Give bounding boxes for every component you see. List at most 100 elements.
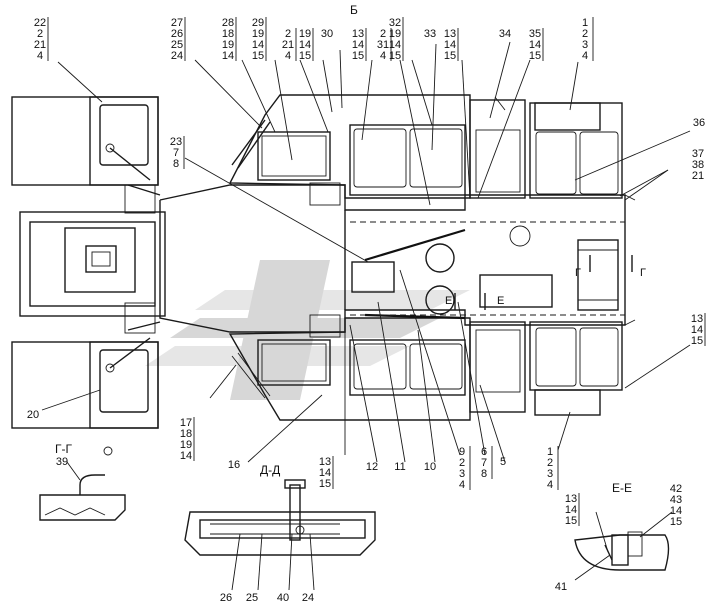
section-title-d-d: Д-Д bbox=[260, 463, 280, 477]
callout-number: 26 bbox=[171, 28, 183, 40]
callout-c30: 30 bbox=[321, 28, 333, 40]
watermark-logo bbox=[145, 260, 470, 400]
section-e-e-drawing bbox=[574, 531, 670, 571]
callout-c5: 5 bbox=[500, 456, 506, 468]
callout-number: 7 bbox=[481, 457, 487, 469]
callout-number: 38 bbox=[692, 159, 704, 171]
section-title-e-e: Е-Е bbox=[612, 481, 632, 495]
callout-number: 15 bbox=[670, 516, 682, 528]
callout-number: 14 bbox=[670, 505, 682, 517]
callout-number: 13 bbox=[565, 493, 577, 505]
callout-number: 40 bbox=[277, 592, 289, 604]
callout-c10: 10 bbox=[424, 461, 436, 473]
callout-number: 19 bbox=[299, 28, 311, 40]
callout-number: 14 bbox=[691, 324, 703, 336]
callout-number: 19 bbox=[252, 28, 264, 40]
callout-number: 2 bbox=[37, 28, 43, 40]
callout-number: 22 bbox=[34, 17, 46, 29]
callout-number: 17 bbox=[180, 417, 192, 429]
callout-c6: 678 bbox=[481, 446, 493, 480]
cab-plan-view bbox=[11, 94, 636, 429]
callout-number: 29 bbox=[252, 17, 264, 29]
callout-number: 8 bbox=[173, 158, 179, 170]
callout-number: 10 bbox=[424, 461, 436, 473]
callout-number: 39 bbox=[56, 456, 68, 468]
callout-number: 25 bbox=[171, 39, 183, 51]
callout-c16: 16 bbox=[228, 459, 240, 471]
callout-number: 15 bbox=[444, 50, 456, 62]
callout-number: 19 bbox=[180, 439, 192, 451]
leader-lines bbox=[41, 41, 691, 591]
callout-number: 13 bbox=[319, 456, 331, 468]
callout-number: 4 bbox=[582, 50, 588, 62]
callout-number: 2 bbox=[380, 28, 386, 40]
section-g-g-drawing bbox=[39, 446, 126, 521]
callout-number: 2 bbox=[582, 28, 588, 40]
callout-number: 37 bbox=[692, 148, 704, 160]
callout-number: 14 bbox=[565, 504, 577, 516]
callout-number: 14 bbox=[352, 39, 364, 51]
callout-number: 31 bbox=[377, 39, 389, 51]
callout-number: 24 bbox=[171, 50, 183, 62]
callout-number: 26 bbox=[220, 592, 232, 604]
callout-number: 4 bbox=[285, 50, 291, 62]
callout-number: 15 bbox=[352, 50, 364, 62]
section-d-d-drawing bbox=[184, 479, 376, 556]
callout-number: 14 bbox=[299, 39, 311, 51]
callout-number: 16 bbox=[228, 459, 240, 471]
callout-labels: 2222142726252428181914291914152214191415… bbox=[27, 17, 706, 604]
callout-number: 2 bbox=[285, 28, 291, 40]
callout-number: 15 bbox=[691, 335, 703, 347]
callout-number: 4 bbox=[547, 479, 553, 491]
callout-number: 28 bbox=[222, 17, 234, 29]
callout-number: 15 bbox=[252, 50, 264, 62]
callout-number: 2 bbox=[547, 457, 553, 469]
section-mark-g-left: Г bbox=[575, 267, 581, 279]
callout-number: 41 bbox=[555, 581, 567, 593]
callout-c41: 41 bbox=[555, 581, 567, 593]
callout-number: 5 bbox=[500, 456, 506, 468]
callout-c11: 11 bbox=[394, 461, 405, 473]
callout-number: 35 bbox=[529, 28, 541, 40]
callout-number: 3 bbox=[459, 468, 465, 480]
callout-c20: 20 bbox=[27, 409, 39, 421]
callout-c36: 36 bbox=[693, 117, 705, 129]
callout-c39: 39 bbox=[56, 456, 68, 468]
callout-number: 7 bbox=[173, 147, 179, 159]
callout-number: 19 bbox=[222, 39, 234, 51]
callout-number: 21 bbox=[692, 170, 704, 182]
callout-number: 14 bbox=[252, 39, 264, 51]
callout-number: 14 bbox=[319, 467, 331, 479]
drawing-labels: Б Г-Г Д-Д Е-Е Г Г Е Е bbox=[55, 3, 646, 495]
callout-number: 20 bbox=[27, 409, 39, 421]
section-mark-e-left: Е bbox=[445, 295, 452, 307]
callout-c33: 33 bbox=[424, 28, 436, 40]
callout-number: 8 bbox=[481, 468, 487, 480]
callout-number: 14 bbox=[180, 450, 192, 462]
callout-number: 15 bbox=[529, 50, 541, 62]
callout-number: 19 bbox=[389, 28, 401, 40]
callout-number: 6 bbox=[481, 446, 487, 458]
callout-number: 32 bbox=[389, 17, 401, 29]
callout-number: 43 bbox=[670, 494, 682, 506]
callout-number: 42 bbox=[670, 483, 682, 495]
callout-number: 34 bbox=[499, 28, 511, 40]
callout-number: 3 bbox=[582, 39, 588, 51]
callout-number: 2 bbox=[459, 457, 465, 469]
callout-number: 23 bbox=[170, 136, 182, 148]
section-title-g-g: Г-Г bbox=[55, 442, 72, 456]
callout-number: 30 bbox=[321, 28, 333, 40]
